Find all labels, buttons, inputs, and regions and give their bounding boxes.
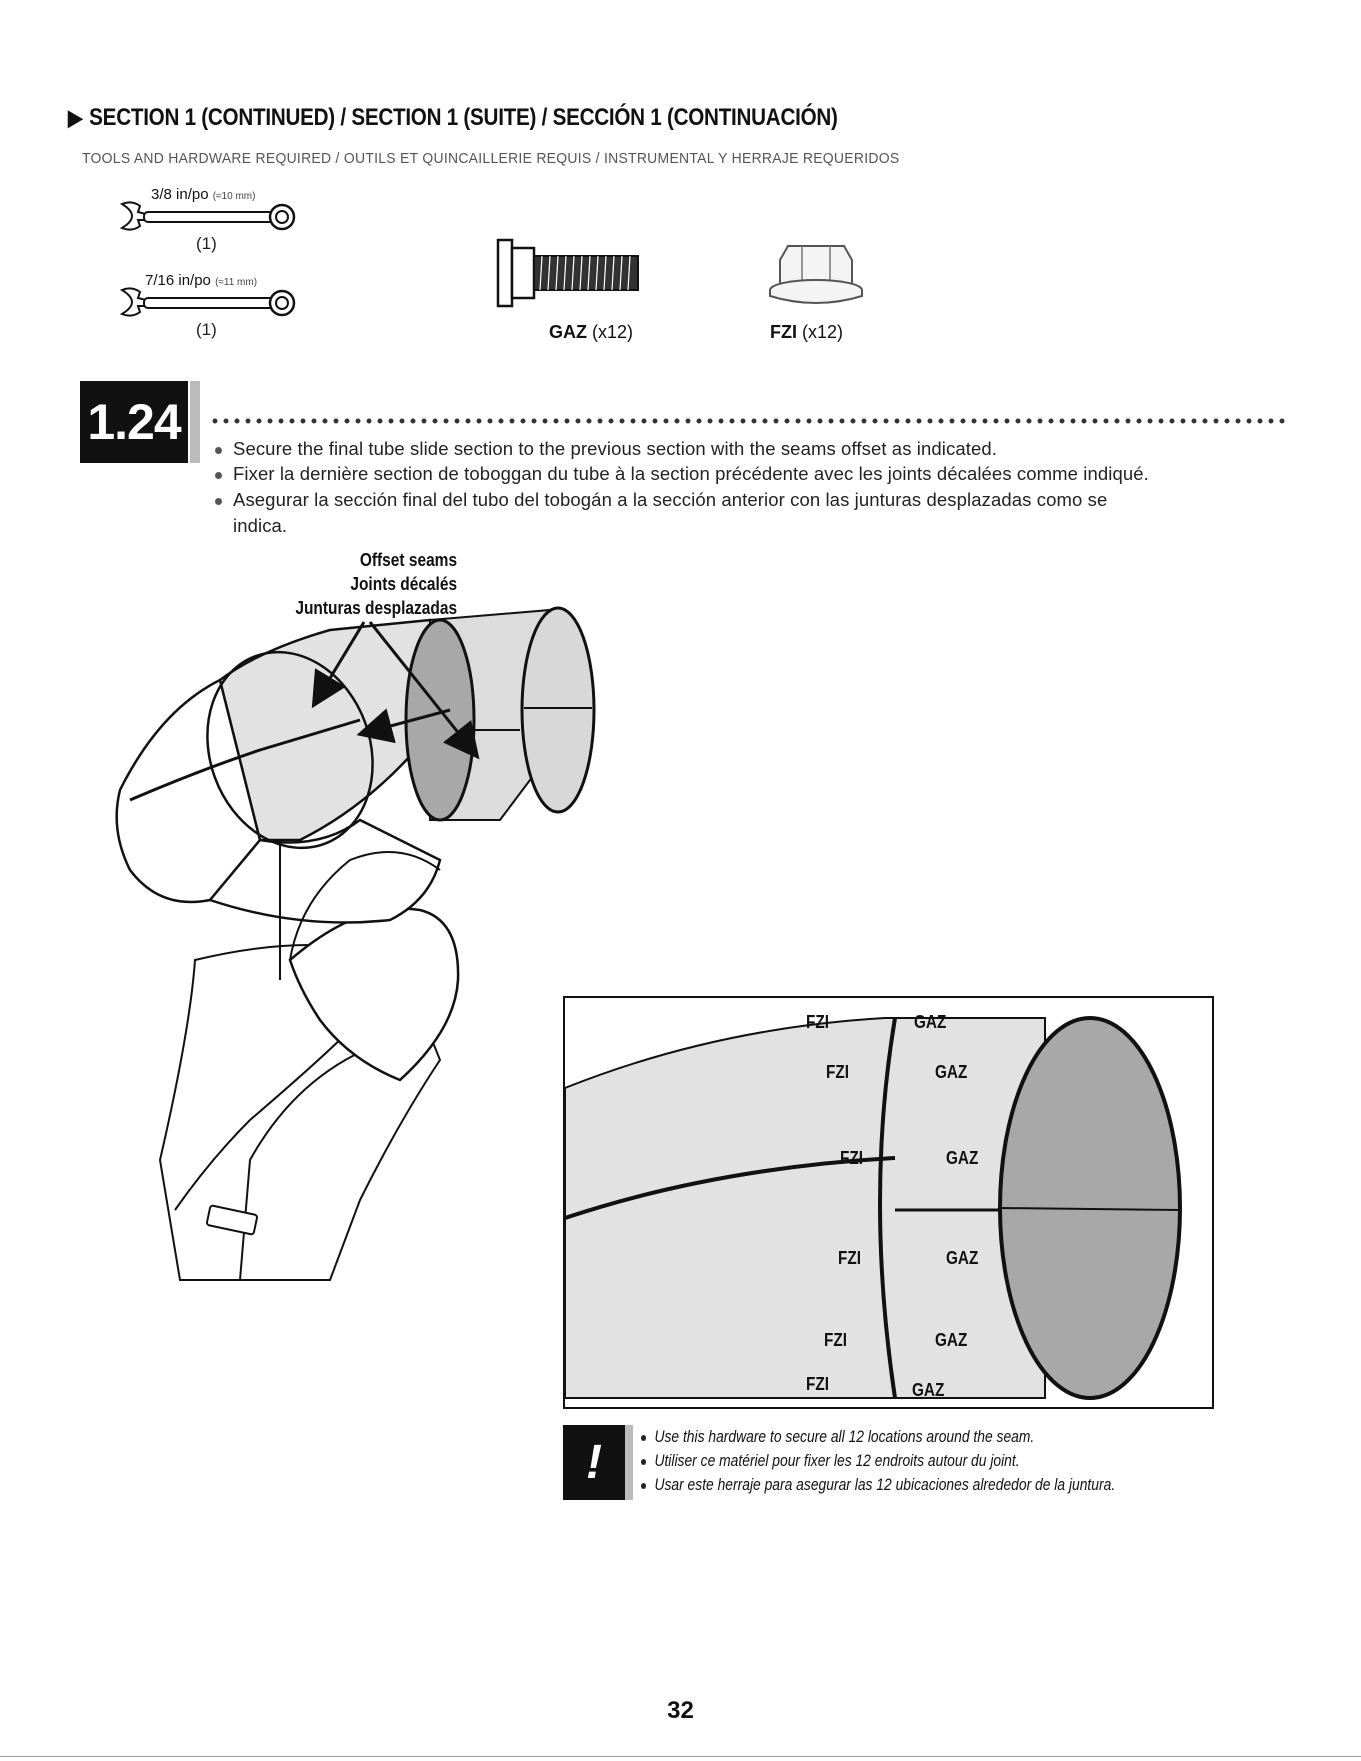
hardware-fzi-label: FZI (x12) bbox=[770, 322, 844, 342]
page-number: 32 bbox=[667, 1697, 694, 1724]
detail-fzi-6: FZI bbox=[806, 1374, 829, 1394]
wrench-icon bbox=[119, 287, 296, 317]
step-number-badge: 1.24 bbox=[80, 381, 188, 463]
seam-detail-box bbox=[563, 996, 1214, 1409]
hardware-gaz-label: GAZ (x12) bbox=[549, 322, 634, 342]
detail-gaz-5: GAZ bbox=[935, 1330, 968, 1350]
detail-fzi-2: FZI bbox=[826, 1062, 849, 1082]
tool-2-qty: (1) bbox=[196, 320, 217, 339]
detail-gaz-2: GAZ bbox=[935, 1062, 968, 1082]
warning-note-fr: Utiliser ce matériel pour fixer les 12 e… bbox=[641, 1452, 1020, 1471]
detail-fzi-1: FZI bbox=[806, 1012, 829, 1032]
callout-offset-seams-fr: Joints décalés bbox=[350, 574, 457, 594]
tool-1-label: 3/8 in/po (≈10 mm) bbox=[151, 186, 256, 203]
instruction-es: Asegurar la sección final del tubo del t… bbox=[213, 489, 1107, 511]
section-title: ▶SECTION 1 (CONTINUED) / SECTION 1 (SUIT… bbox=[68, 104, 838, 131]
nut-icon bbox=[769, 245, 863, 304]
detail-fzi-3: FZI bbox=[840, 1148, 863, 1168]
tools-subtitle: TOOLS AND HARDWARE REQUIRED / OUTILS ET … bbox=[82, 150, 900, 167]
warning-icon: ! bbox=[563, 1425, 625, 1500]
callout-offset-seams-es: Junturas desplazadas bbox=[295, 598, 457, 618]
tool-1-qty: (1) bbox=[196, 234, 217, 253]
wrench-icon bbox=[119, 201, 296, 231]
detail-gaz-4: GAZ bbox=[946, 1248, 979, 1268]
step-badge-accent bbox=[190, 381, 200, 463]
instruction-es-cont: indica. bbox=[233, 515, 288, 536]
detail-fzi-4: FZI bbox=[838, 1248, 861, 1268]
detail-fzi-5: FZI bbox=[824, 1330, 847, 1350]
bolt-icon bbox=[496, 238, 639, 308]
detail-gaz-6: GAZ bbox=[912, 1380, 945, 1400]
instruction-fr: Fixer la dernière section de toboggan du… bbox=[213, 463, 1149, 485]
warning-note-es: Usar este herraje para asegurar las 12 u… bbox=[641, 1476, 1115, 1495]
detail-gaz-3: GAZ bbox=[946, 1148, 979, 1168]
detail-gaz-1: GAZ bbox=[914, 1012, 947, 1032]
seam-detail-illustration bbox=[565, 1016, 1182, 1400]
instruction-en: Secure the final tube slide section to t… bbox=[213, 438, 997, 460]
warning-note-en: Use this hardware to secure all 12 locat… bbox=[641, 1428, 1034, 1447]
dotted-divider bbox=[212, 418, 1287, 424]
warning-accent bbox=[625, 1425, 633, 1500]
play-triangle-icon: ▶ bbox=[68, 105, 83, 130]
bottom-rule bbox=[0, 1756, 1361, 1757]
tool-2-label: 7/16 in/po (≈11 mm) bbox=[145, 272, 258, 289]
callout-offset-seams-en: Offset seams bbox=[359, 550, 457, 570]
tube-slide-illustration bbox=[115, 606, 596, 1281]
